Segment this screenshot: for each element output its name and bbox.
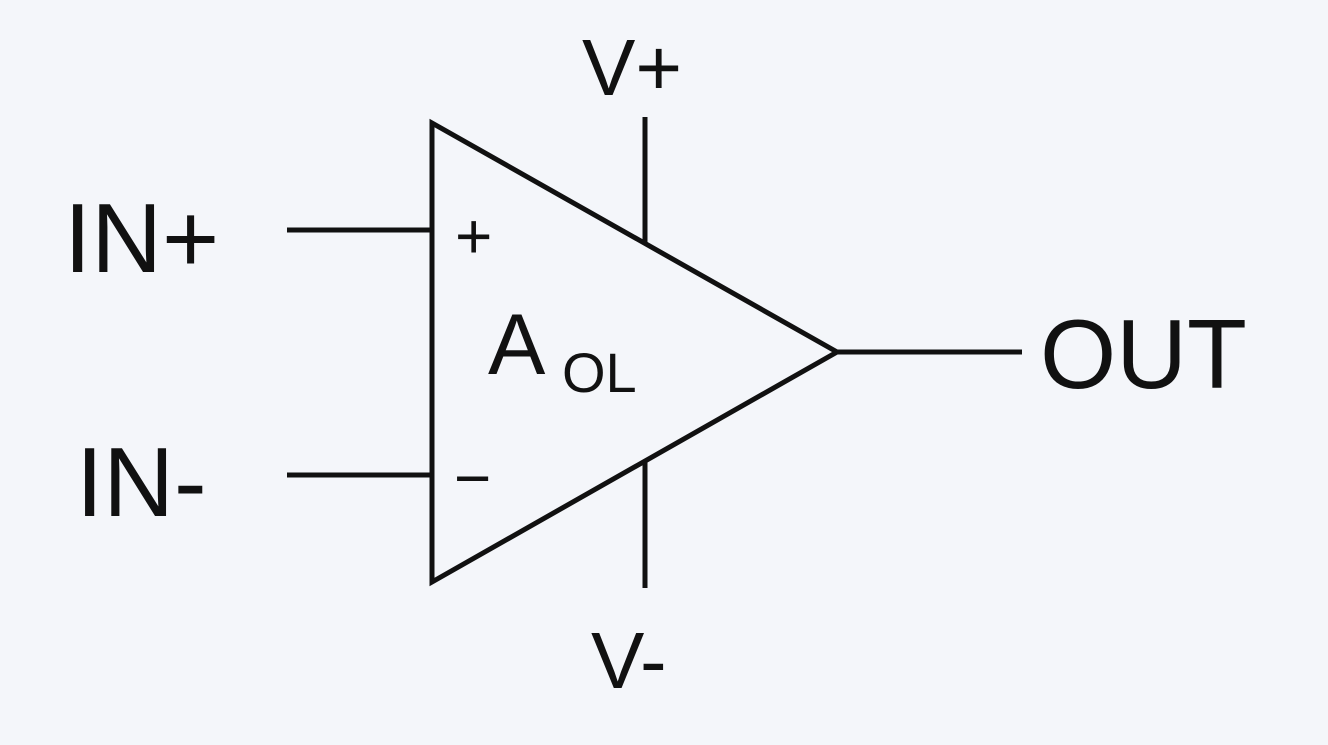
out-label: OUT — [1040, 299, 1247, 409]
in-minus-label: IN- — [76, 427, 207, 537]
v-minus-label: V- — [591, 616, 667, 705]
v-plus-label: V+ — [582, 23, 682, 112]
non-inverting-sign: + — [455, 200, 492, 272]
gain-subscript: OL — [562, 341, 637, 404]
amplifier-triangle — [429, 118, 843, 587]
inverting-sign: − — [454, 442, 491, 514]
gain-label: A — [488, 297, 546, 393]
in-plus-label: IN+ — [64, 183, 219, 293]
